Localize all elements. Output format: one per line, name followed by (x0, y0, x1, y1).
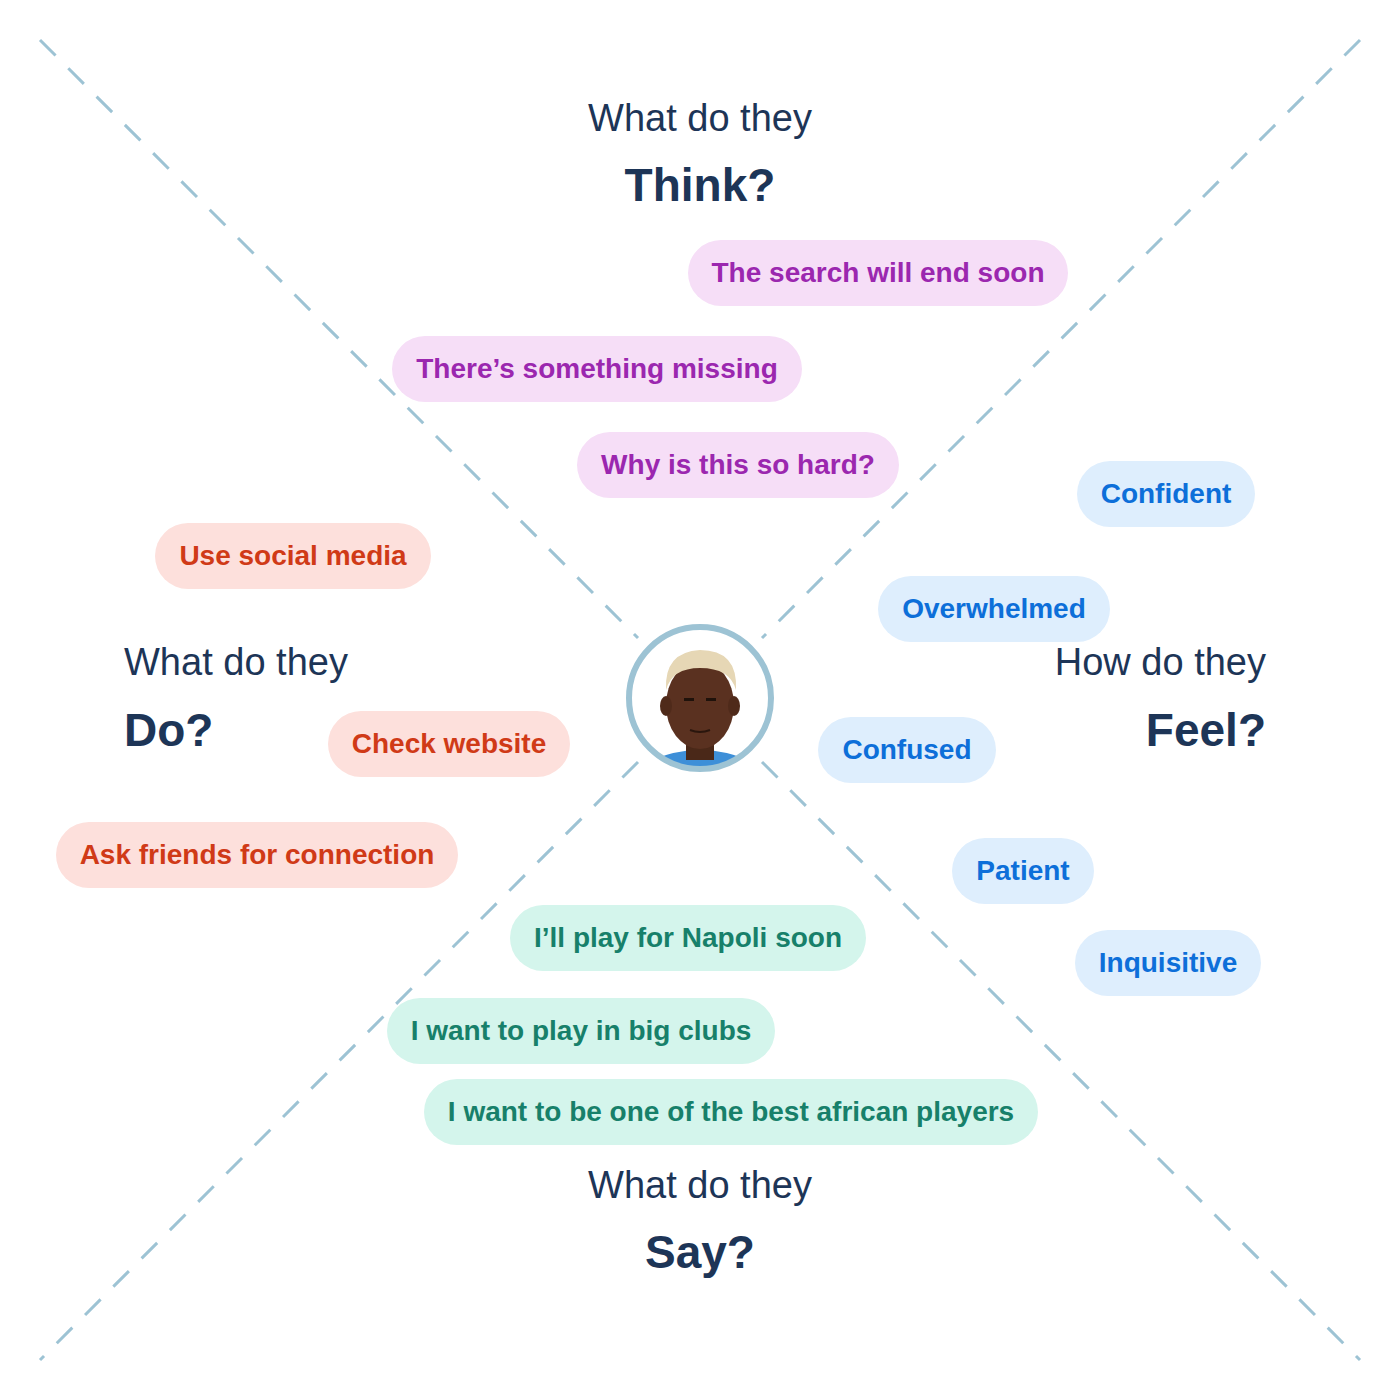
do-pill: Ask friends for connection (56, 822, 459, 888)
avatar-photo (629, 627, 771, 830)
think-pill: There’s something missing (392, 336, 801, 402)
feel-pill: Confident (1077, 461, 1256, 527)
think-pill: Why is this so hard? (577, 432, 899, 498)
feel-pill: Overwhelmed (878, 576, 1110, 642)
do-pill: Check website (328, 711, 571, 777)
pill-text: Confused (842, 734, 971, 765)
pill-text: Ask friends for connection (80, 839, 435, 870)
pill-text: Check website (352, 728, 547, 759)
pill-text: Why is this so hard? (601, 449, 875, 480)
feel-pill: Patient (952, 838, 1093, 904)
quadrant-prompt: What do they (124, 643, 348, 681)
pill-text: I’ll play for Napoli soon (534, 922, 842, 953)
pill-text: Overwhelmed (902, 593, 1086, 624)
pill-text: Inquisitive (1099, 947, 1237, 978)
pill-text: Use social media (179, 540, 406, 571)
think-pill: The search will end soon (688, 240, 1069, 306)
quadrant-lines (40, 40, 1360, 1360)
quadrant-title: Feel? (1146, 707, 1266, 753)
say-pill: I want to play in big clubs (387, 998, 776, 1064)
pill-text: There’s something missing (416, 353, 777, 384)
quadrant-title: Say? (645, 1229, 755, 1275)
pill-text: I want to play in big clubs (411, 1015, 752, 1046)
quadrant-prompt: What do they (588, 99, 812, 137)
do-pill: Use social media (155, 523, 430, 589)
divider-line (762, 40, 1360, 638)
quadrant-title: Do? (124, 707, 213, 753)
say-pill: I’ll play for Napoli soon (510, 905, 866, 971)
say-pill: I want to be one of the best african pla… (424, 1079, 1038, 1145)
quadrant-prompt: What do they (588, 1166, 812, 1204)
quadrant-title: Think? (625, 162, 776, 208)
pill-text: The search will end soon (712, 257, 1045, 288)
pill-text: Patient (976, 855, 1069, 886)
quadrant-prompt: How do they (1055, 643, 1266, 681)
pill-text: Confident (1101, 478, 1232, 509)
divider-line (762, 762, 1360, 1360)
pill-text: I want to be one of the best african pla… (448, 1096, 1014, 1127)
feel-pill: Confused (818, 717, 995, 783)
feel-pill: Inquisitive (1075, 930, 1261, 996)
